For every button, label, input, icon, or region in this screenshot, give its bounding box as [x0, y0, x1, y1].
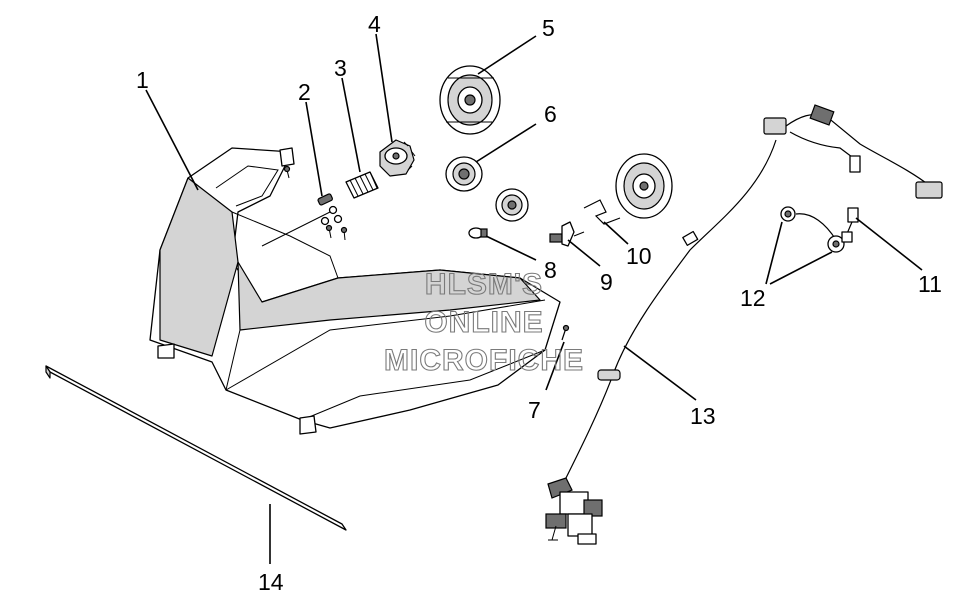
- callout-12: 12: [740, 285, 766, 311]
- marker-lamp-sockets: [780, 206, 853, 253]
- callout-5: 5: [542, 15, 555, 41]
- callout-6: 6: [544, 101, 557, 127]
- wire-harness: [545, 139, 777, 545]
- small-bulb: [468, 227, 488, 239]
- right-reflector: [615, 153, 673, 219]
- callout-10: 10: [626, 243, 652, 269]
- callout-labels: 1 2 3 4 5 6 7 8 9 10 11 12 13 14: [136, 11, 942, 595]
- bulb-socket-rings: [445, 156, 529, 222]
- callout-14: 14: [258, 569, 284, 595]
- retaining-clip: [583, 199, 621, 225]
- callout-3: 3: [334, 55, 347, 81]
- seal-strip: [45, 365, 347, 531]
- headlight-housing: [149, 147, 561, 435]
- small-screw: [561, 324, 570, 341]
- callout-13: 13: [690, 403, 716, 429]
- headlight-bulb: [549, 221, 585, 247]
- watermark-line-2: ONLINE: [424, 306, 543, 339]
- callout-2: 2: [298, 79, 311, 105]
- watermark-line-1: HLSM'S: [425, 268, 543, 301]
- large-reflector: [439, 65, 501, 135]
- upper-connector-harness: [763, 104, 943, 237]
- watermark: HLSM'S ONLINE MICROFICHE: [383, 267, 584, 377]
- leader-lines: [145, 33, 923, 564]
- mounting-screws: [283, 165, 348, 241]
- callout-9: 9: [600, 269, 613, 295]
- watermark-line-3: MICROFICHE: [384, 344, 584, 377]
- adjuster-knob: [379, 139, 416, 177]
- callout-7: 7: [528, 397, 541, 423]
- callout-4: 4: [368, 11, 381, 37]
- callout-1: 1: [136, 67, 149, 93]
- callout-8: 8: [544, 257, 557, 283]
- adjuster-spring: [345, 171, 379, 199]
- callout-11: 11: [918, 271, 942, 297]
